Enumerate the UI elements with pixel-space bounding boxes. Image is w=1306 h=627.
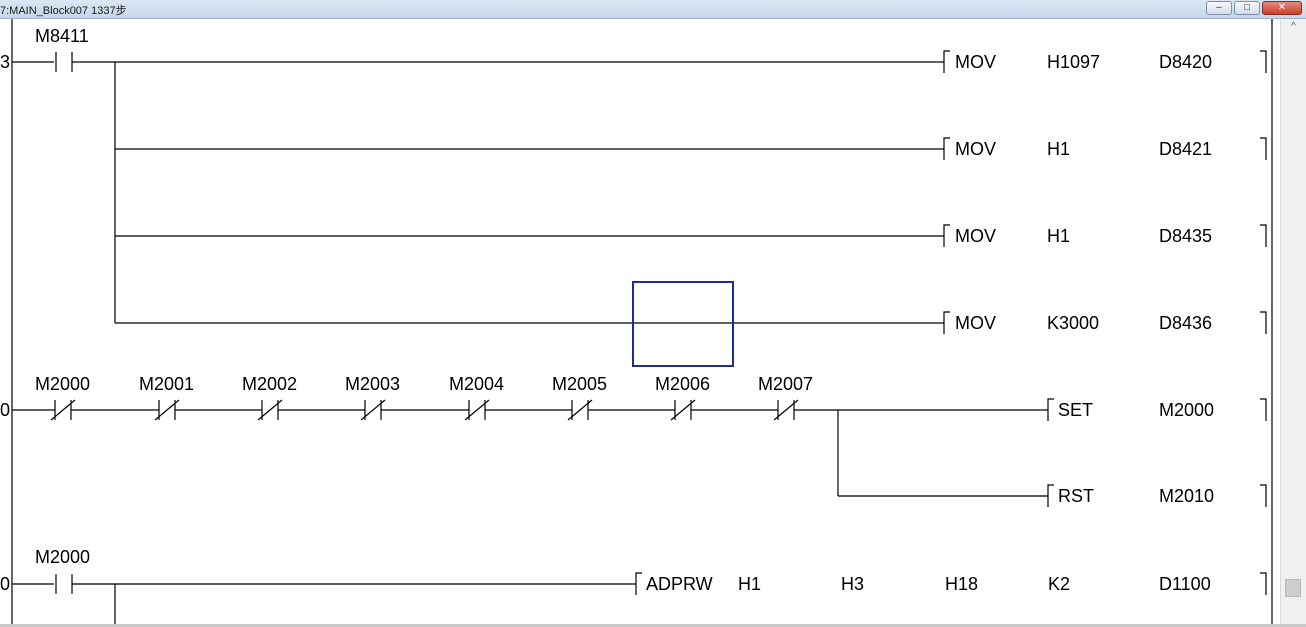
instruction-arg: D8420 xyxy=(1159,52,1212,72)
contact-label: M2006 xyxy=(655,374,710,394)
instruction-op: MOV xyxy=(955,139,996,159)
window-titlebar: 7:MAIN_Block007 1337步 – □ ✕ xyxy=(0,0,1306,19)
contact-label: M2004 xyxy=(449,374,504,394)
instruction-op: MOV xyxy=(955,313,996,333)
contact-label: M2000 xyxy=(35,547,90,567)
instruction-op: SET xyxy=(1058,400,1093,420)
contact-stroke xyxy=(360,399,386,421)
minimize-button[interactable]: – xyxy=(1206,1,1232,15)
instruction-arg: H18 xyxy=(945,574,978,594)
contact-label: M2000 xyxy=(35,374,90,394)
instruction-arg: D8435 xyxy=(1159,226,1212,246)
instruction-arg: D1100 xyxy=(1159,574,1211,594)
scroll-up-icon[interactable]: ^ xyxy=(1291,21,1296,32)
instruction-arg: H3 xyxy=(841,574,864,594)
instruction-open-bracket xyxy=(635,572,642,595)
instruction-close-bracket xyxy=(1260,572,1267,595)
scroll-thumb[interactable] xyxy=(1285,579,1301,597)
step-number: 0 xyxy=(0,574,10,594)
contact-stroke xyxy=(773,399,799,421)
instruction-close-bracket xyxy=(1260,311,1267,334)
contact-label: M2003 xyxy=(345,374,400,394)
contact-stroke xyxy=(257,399,283,421)
instruction-open-bracket xyxy=(943,50,950,73)
instruction-op: MOV xyxy=(955,52,996,72)
instruction-close-bracket xyxy=(1260,50,1267,73)
window-bottom-border xyxy=(0,624,1306,627)
instruction-arg: M2000 xyxy=(1159,400,1214,420)
instruction-arg: H1 xyxy=(1047,139,1070,159)
contact-label: M2005 xyxy=(552,374,607,394)
step-number: 3 xyxy=(0,52,10,72)
instruction-arg: M2010 xyxy=(1159,486,1214,506)
instruction-open-bracket xyxy=(1047,484,1054,507)
contact-stroke xyxy=(154,399,180,421)
instruction-op: MOV xyxy=(955,226,996,246)
contact-stroke xyxy=(50,399,76,421)
instruction-op: RST xyxy=(1058,486,1094,506)
instruction-close-bracket xyxy=(1260,484,1267,507)
instruction-op: ADPRW xyxy=(646,574,713,594)
instruction-arg: D8436 xyxy=(1159,313,1212,333)
contact-stroke xyxy=(464,399,490,421)
instruction-close-bracket xyxy=(1260,224,1267,247)
instruction-open-bracket xyxy=(1047,398,1054,421)
instruction-arg: K3000 xyxy=(1047,313,1099,333)
no-contact[interactable] xyxy=(55,52,73,72)
no-contact[interactable] xyxy=(55,574,73,594)
instruction-arg: H1097 xyxy=(1047,52,1100,72)
contact-label: M2007 xyxy=(758,374,813,394)
instruction-close-bracket xyxy=(1260,137,1267,160)
cell-cursor[interactable] xyxy=(632,281,734,367)
instruction-arg: D8421 xyxy=(1159,139,1212,159)
contact-label: M8411 xyxy=(35,26,89,46)
contact-label: M2001 xyxy=(139,374,194,394)
maximize-button[interactable]: □ xyxy=(1234,1,1260,15)
instruction-arg: H1 xyxy=(1047,226,1070,246)
instruction-close-bracket xyxy=(1260,398,1267,421)
contact-stroke xyxy=(567,399,593,421)
instruction-open-bracket xyxy=(943,311,950,334)
contact-stroke xyxy=(670,399,696,421)
close-button[interactable]: ✕ xyxy=(1262,1,1302,15)
contact-label: M2002 xyxy=(242,374,297,394)
instruction-open-bracket xyxy=(943,224,950,247)
step-number: 0 xyxy=(0,400,10,420)
instruction-arg: K2 xyxy=(1048,574,1070,594)
vertical-scrollbar[interactable]: ^ xyxy=(1280,19,1306,627)
window-title: 7:MAIN_Block007 1337步 xyxy=(0,5,127,17)
instruction-open-bracket xyxy=(943,137,950,160)
instruction-arg: H1 xyxy=(738,574,761,594)
